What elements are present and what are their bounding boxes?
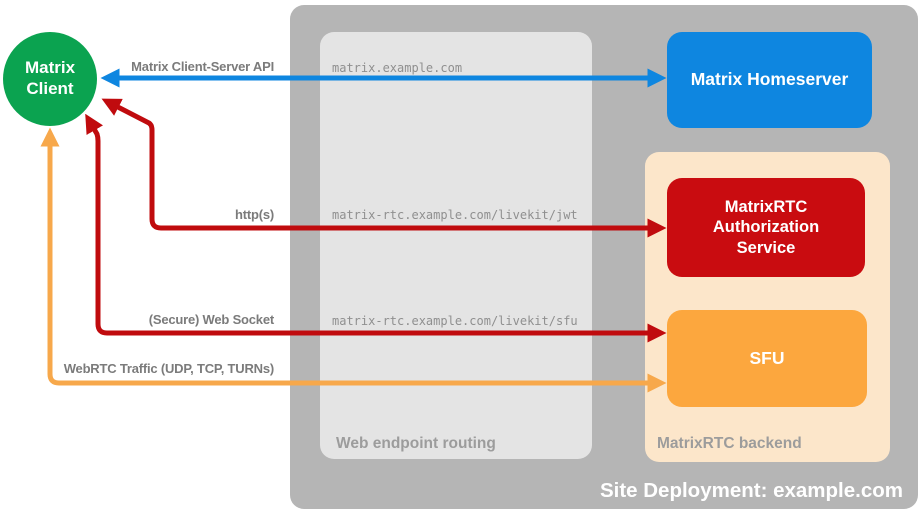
matrix-client-label: Matrix Client [24,58,76,98]
arrow-websocket-label: (Secure) Web Socket [148,312,274,327]
endpoint-livekit-sfu: matrix-rtc.example.com/livekit/sfu [332,314,578,328]
web-endpoint-routing-label: Web endpoint routing [336,435,496,452]
auth-service-node: MatrixRTC Authorization Service [667,178,865,277]
arrow-webrtc-label: WebRTC Traffic (UDP, TCP, TURNs) [63,361,274,376]
arrow-client-server-api-label: Matrix Client-Server API [131,59,274,74]
matrixrtc-backend-label: MatrixRTC backend [657,435,802,452]
site-deployment-label: Site Deployment: example.com [599,479,903,502]
sfu-node: SFU [667,310,867,407]
arrow-https-label: http(s) [234,207,274,222]
auth-service-label: MatrixRTC Authorization Service [712,198,820,257]
matrix-client-node: Matrix Client [3,32,97,126]
endpoint-livekit-jwt: matrix-rtc.example.com/livekit/jwt [332,208,578,222]
sfu-label: SFU [749,347,785,368]
matrix-homeserver-label: Matrix Homeserver [690,69,849,90]
matrix-homeserver-node: Matrix Homeserver [667,32,872,128]
endpoint-matrix-example: matrix.example.com [332,61,463,75]
web-endpoint-routing-box: Web endpoint routing [320,32,592,459]
